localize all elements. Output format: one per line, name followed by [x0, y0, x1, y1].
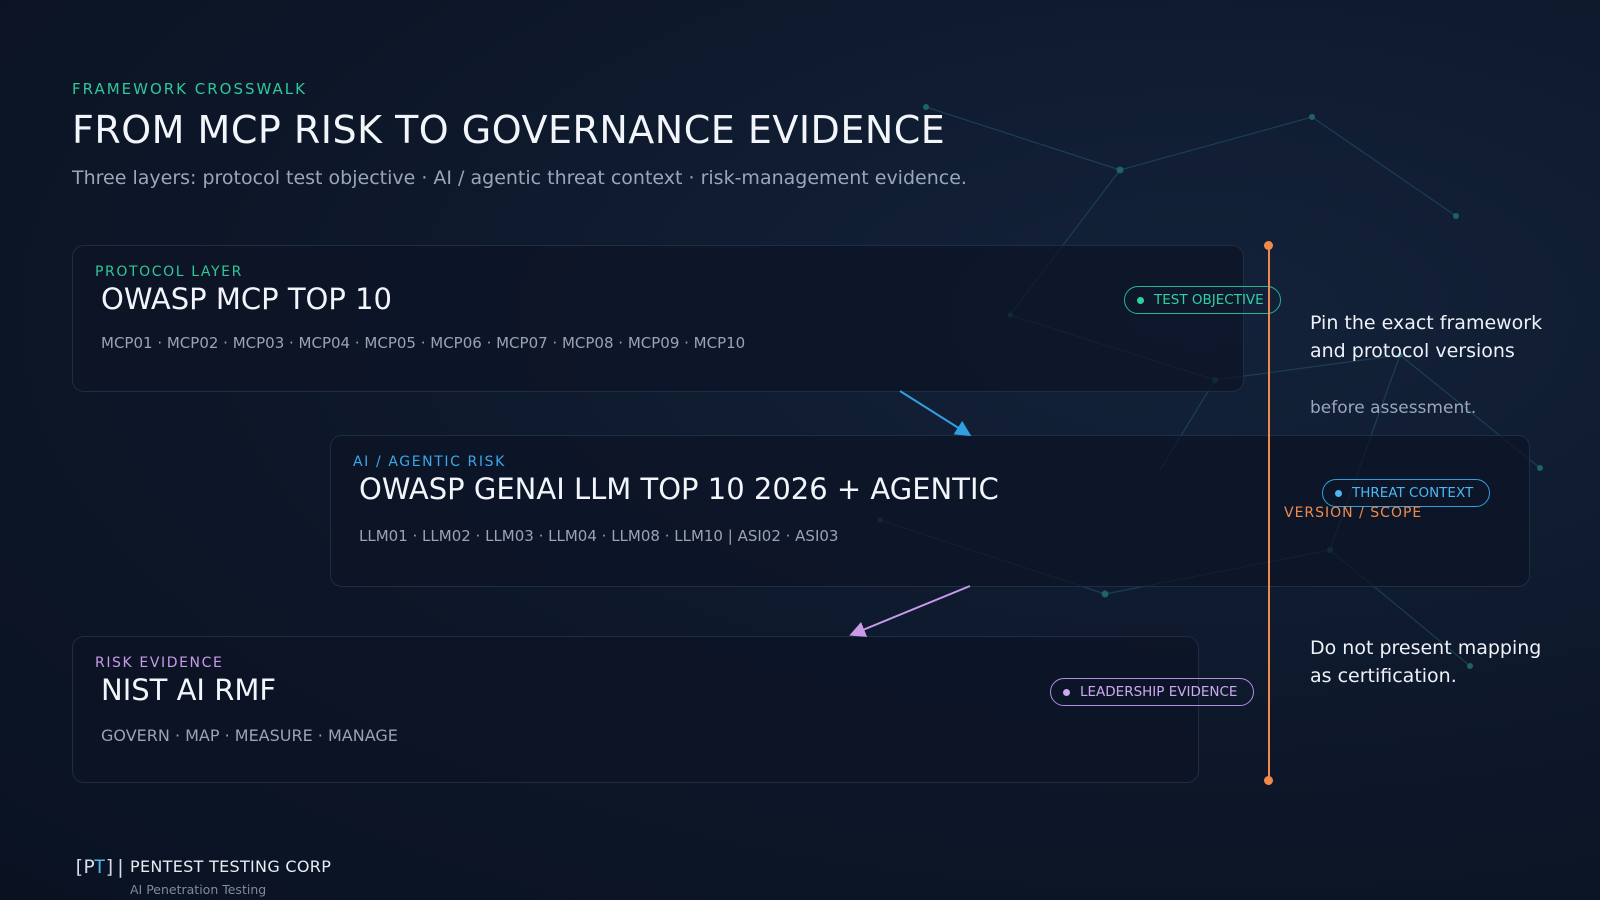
layer-name: OWASP GENAI LLM TOP 10 2026 + AGENTIC — [359, 472, 999, 506]
layer-items: LLM01 · LLM02 · LLM03 · LLM04 · LLM08 · … — [359, 527, 839, 545]
dot-icon — [1137, 296, 1144, 304]
test-objective-badge: TEST OBJECTIVE — [1124, 286, 1281, 314]
logo-bracket-close: ]| — [104, 856, 126, 878]
section-eyebrow: FRAMEWORK CROSSWALK — [72, 80, 307, 98]
note-pin-versions-3: before assessment. — [1310, 398, 1477, 418]
logo-bracket-open: [P — [73, 856, 95, 878]
dot-icon — [1063, 688, 1070, 696]
risk-evidence-card: RISK EVIDENCE NIST AI RMF GOVERN · MAP ·… — [72, 636, 1199, 783]
page-subtitle: Three layers: protocol test objective · … — [72, 167, 967, 189]
threat-context-badge: THREAT CONTEXT — [1322, 479, 1491, 507]
protocol-layer-card: PROTOCOL LAYER OWASP MCP TOP 10 MCP01 · … — [72, 245, 1244, 392]
note-pin-versions-2: and protocol versions — [1310, 340, 1515, 362]
layer-name: OWASP MCP TOP 10 — [101, 282, 392, 316]
note-no-certification-1: Do not present mapping — [1310, 637, 1542, 659]
layer-kicker: RISK EVIDENCE — [95, 655, 224, 671]
page-title: FROM MCP RISK TO GOVERNANCE EVIDENCE — [72, 108, 946, 152]
layer-items: GOVERN · MAP · MEASURE · MANAGE — [101, 726, 398, 745]
axis-top-dot — [1264, 241, 1273, 250]
note-pin-versions-1: Pin the exact framework — [1310, 312, 1543, 334]
layer-items: MCP01 · MCP02 · MCP03 · MCP04 · MCP05 · … — [101, 334, 746, 352]
badge-label: THREAT CONTEXT — [1352, 485, 1474, 501]
version-scope-axis — [1268, 245, 1270, 781]
arrow-agentic-to-evidence — [849, 585, 971, 637]
company-logo: [PT]| — [73, 856, 126, 878]
badge-label: TEST OBJECTIVE — [1154, 292, 1264, 308]
agentic-risk-card: AI / AGENTIC RISK OWASP GENAI LLM TOP 10… — [330, 435, 1530, 587]
layer-kicker: PROTOCOL LAYER — [95, 264, 243, 280]
leadership-evidence-badge: LEADERSHIP EVIDENCE — [1050, 678, 1255, 706]
dot-icon — [1335, 489, 1342, 497]
company-tagline: AI Penetration Testing — [130, 882, 267, 897]
axis-bottom-dot — [1264, 776, 1273, 785]
company-name: PENTEST TESTING CORP — [130, 857, 332, 876]
badge-label: LEADERSHIP EVIDENCE — [1080, 684, 1238, 700]
logo-letter-t: T — [93, 856, 105, 878]
arrow-protocol-to-agentic — [899, 390, 972, 437]
note-no-certification-2: as certification. — [1310, 665, 1457, 687]
axis-label: VERSION / SCOPE — [1284, 505, 1423, 521]
layer-name: NIST AI RMF — [101, 673, 277, 707]
layer-kicker: AI / AGENTIC RISK — [353, 454, 506, 470]
